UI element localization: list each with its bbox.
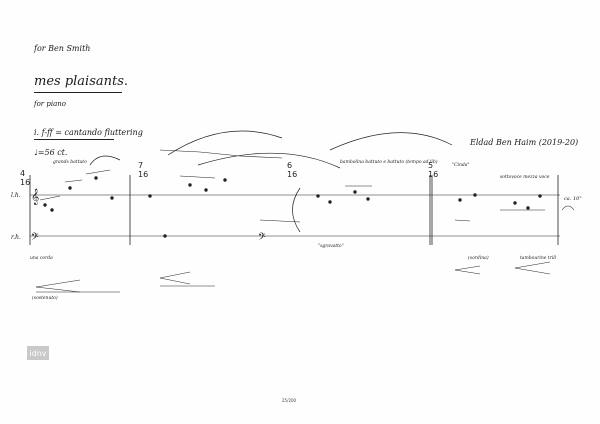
svg-text:4: 4 xyxy=(20,169,25,178)
piece-title: mes plaisants. xyxy=(34,74,129,89)
hairpins xyxy=(35,261,551,293)
annotation-h: (sostenuto) xyxy=(32,296,58,301)
annotation-i: una corda xyxy=(30,256,53,261)
svg-text:7: 7 xyxy=(138,161,143,170)
title-underline xyxy=(34,92,122,93)
time-signatures: 4 16 7 16 6 16 5 16 xyxy=(20,161,438,187)
section-marking: i. f-ff = cantando fluttering xyxy=(34,128,143,137)
svg-text:𝄢: 𝄢 xyxy=(31,231,39,245)
annotation-e: "sgravatto" xyxy=(318,244,344,249)
left-hand-label: l.h. xyxy=(11,192,21,199)
barlines xyxy=(29,175,559,245)
annotation-g: tambourine trill xyxy=(520,256,557,261)
right-hand-label: r.h. xyxy=(11,234,21,241)
svg-text:16: 16 xyxy=(138,170,148,179)
composer-date: Eldad Ben Haim (2019-20) xyxy=(470,138,579,147)
annotation-a: grands battuto xyxy=(53,160,87,165)
svg-text:16: 16 xyxy=(20,178,30,187)
duration-marking: ca. 10" xyxy=(564,196,582,202)
annotation-c: "Cinda" xyxy=(452,163,470,168)
clef-marks: 𝄞 𝄢 𝄢 xyxy=(31,189,266,245)
section-underline xyxy=(34,139,114,140)
page-number: 25/200 xyxy=(282,398,297,403)
watermark-logo: idnv xyxy=(27,346,49,360)
tempo-marking: ♩=56 ct. xyxy=(34,148,68,157)
svg-text:16: 16 xyxy=(287,170,297,179)
annotation-f: (sordina) xyxy=(468,256,489,261)
fermata xyxy=(561,205,575,211)
svg-text:16: 16 xyxy=(428,170,438,179)
instrumentation: for piano xyxy=(34,100,66,108)
annotation-d: sottovoce mezza voce xyxy=(500,175,550,180)
annotation-b: bambolina battuto e battuto (tempo ad li… xyxy=(340,160,438,165)
pedal-line xyxy=(36,285,215,293)
dedication: for Ben Smith xyxy=(34,44,91,53)
phrase-slurs xyxy=(89,130,453,233)
svg-text:𝄢: 𝄢 xyxy=(258,231,266,245)
svg-text:6: 6 xyxy=(287,161,292,170)
svg-text:𝄞: 𝄞 xyxy=(31,189,39,205)
svg-text:5: 5 xyxy=(428,161,433,170)
note-clusters xyxy=(39,149,545,238)
